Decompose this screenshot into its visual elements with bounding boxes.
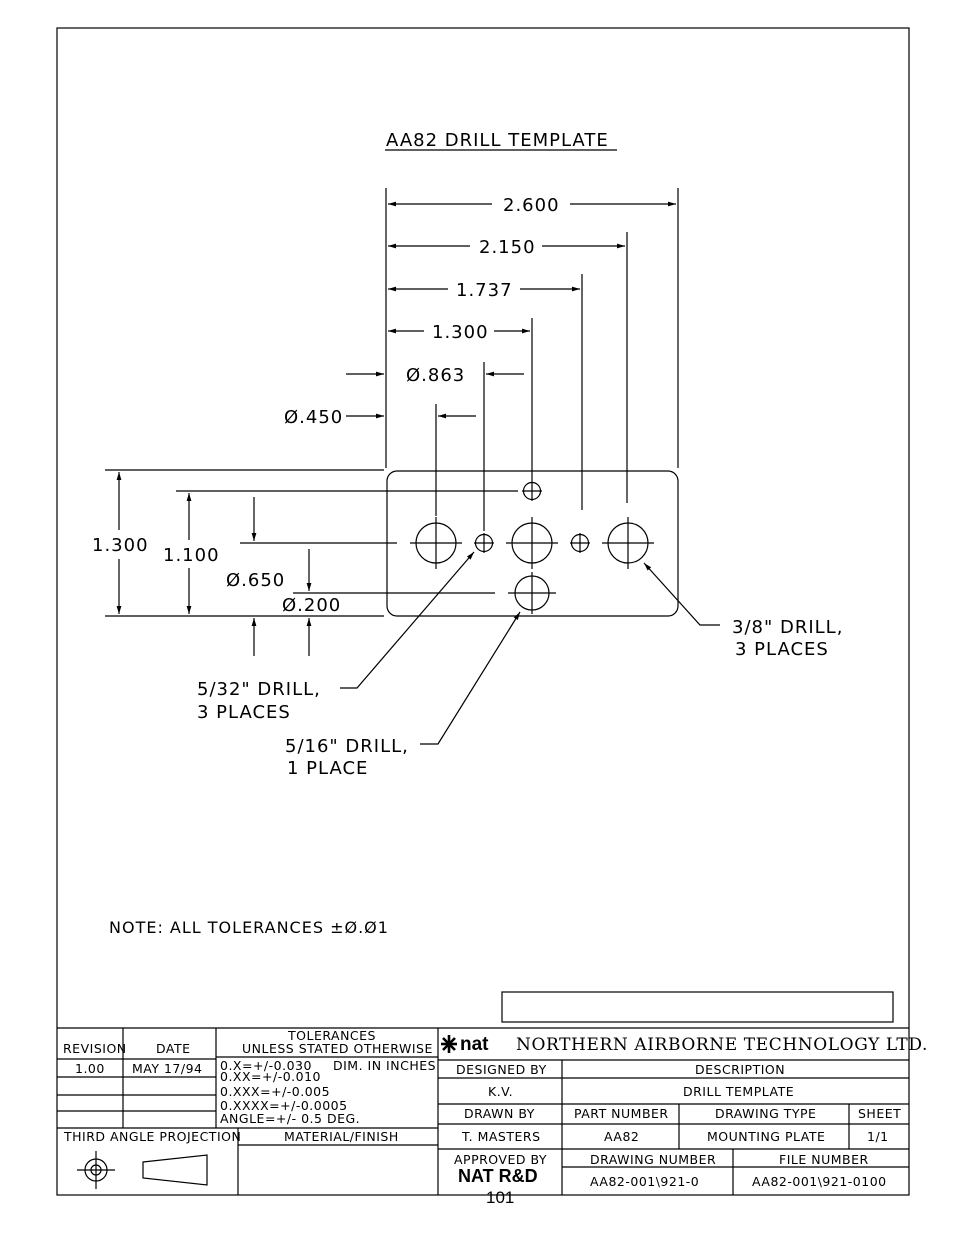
designed-by-value: K.V. [488, 1084, 513, 1099]
description-label: DESCRIPTION [695, 1062, 785, 1077]
hole-5-32-right [570, 533, 590, 553]
description-value: DRILL TEMPLATE [683, 1084, 794, 1099]
hole-5-32-left [474, 533, 494, 553]
dim-450: Ø.450 [284, 407, 343, 428]
part-number-value: AA82 [604, 1129, 639, 1144]
dim-1300: 1.300 [432, 322, 489, 343]
callout-5-32-line1: 5/32" DRILL, [197, 679, 321, 700]
hole-3-8-right [602, 517, 654, 569]
callout-3-8-line2: 3 PLACES [735, 639, 829, 660]
hole-3-8-left [410, 517, 462, 569]
dim-1737: 1.737 [456, 280, 513, 301]
date-label: DATE [156, 1041, 191, 1056]
material-label: MATERIAL/FINISH [284, 1129, 399, 1144]
tolerance-5: ANGLE=+/- 0.5 DEG. [220, 1111, 360, 1126]
drawn-by-value: T. MASTERS [461, 1129, 541, 1144]
approved-by-label: APPROVED BY [454, 1152, 547, 1167]
leader-5-16 [420, 611, 521, 745]
dim-v1100: 1.100 [163, 545, 220, 566]
leader-5-32 [340, 551, 475, 689]
sheet-value: 1/1 [867, 1129, 889, 1144]
nat-logo-icon [441, 1035, 457, 1053]
dim-in-inches: DIM. IN INCHES [333, 1058, 436, 1073]
logo-text: nat [460, 1034, 489, 1055]
company-name: NORTHERN AIRBORNE TECHNOLOGY LTD. [516, 1035, 928, 1055]
drawing-number-value: AA82-001\921-0 [590, 1174, 699, 1189]
file-number-label: FILE NUMBER [779, 1152, 869, 1167]
date-value: MAY 17/94 [132, 1061, 203, 1076]
dim-2150: 2.150 [479, 237, 536, 258]
sheet-border [56, 27, 910, 1196]
hole-5-16-bottom [508, 572, 556, 614]
designed-by-label: DESIGNED BY [456, 1062, 547, 1077]
file-number-value: AA82-001\921-0100 [752, 1174, 887, 1189]
sheet-label: SHEET [858, 1106, 901, 1121]
hole-3-8-center [506, 517, 558, 569]
callout-5-16-line2: 1 PLACE [287, 758, 368, 779]
projection-label: THIRD ANGLE PROJECTION [63, 1129, 241, 1144]
dim-v1300: 1.300 [92, 535, 149, 556]
approved-by-value: NAT R&D [458, 1166, 538, 1186]
dim-v650: Ø.650 [226, 570, 285, 591]
blank-box [501, 991, 894, 1023]
title-block [57, 1027, 909, 1195]
tolerance-4: 0.XXXX=+/-0.0005 [220, 1098, 348, 1113]
dim-v200: Ø.200 [282, 595, 341, 616]
revision-value: 1.00 [75, 1061, 105, 1076]
tolerance-1: 0.X=+/-0.030 [220, 1058, 312, 1073]
page-number: 101 [486, 1188, 514, 1207]
leader-3-8 [643, 562, 720, 626]
revision-label: REVISION [63, 1041, 127, 1056]
tolerances-title: TOLERANCES [287, 1028, 376, 1043]
drawn-by-label: DRAWN BY [464, 1106, 535, 1121]
drawing-title: AA82 DRILL TEMPLATE [386, 130, 609, 151]
tolerance-3: 0.XXX=+/-0.005 [220, 1084, 330, 1099]
drawing-number-label: DRAWING NUMBER [590, 1152, 716, 1167]
callout-3-8-line1: 3/8" DRILL, [732, 617, 843, 638]
callout-5-16-line1: 5/16" DRILL, [285, 736, 409, 757]
part-number-label: PART NUMBER [574, 1106, 669, 1121]
tolerance-2: 0.XX=+/-0.010 [220, 1069, 321, 1084]
tolerance-note: NOTE: ALL TOLERANCES ±Ø.Ø1 [109, 918, 389, 937]
drawing-type-value: MOUNTING PLATE [707, 1129, 825, 1144]
drawing-type-label: DRAWING TYPE [715, 1106, 816, 1121]
tolerances-subtitle: UNLESS STATED OTHERWISE [242, 1041, 433, 1056]
callout-5-32-line2: 3 PLACES [197, 702, 291, 723]
projection-symbol-icon [77, 1151, 208, 1189]
dim-2600: 2.600 [503, 195, 560, 216]
dim-863: Ø.863 [406, 365, 465, 386]
hole-5-32-top [522, 481, 542, 501]
